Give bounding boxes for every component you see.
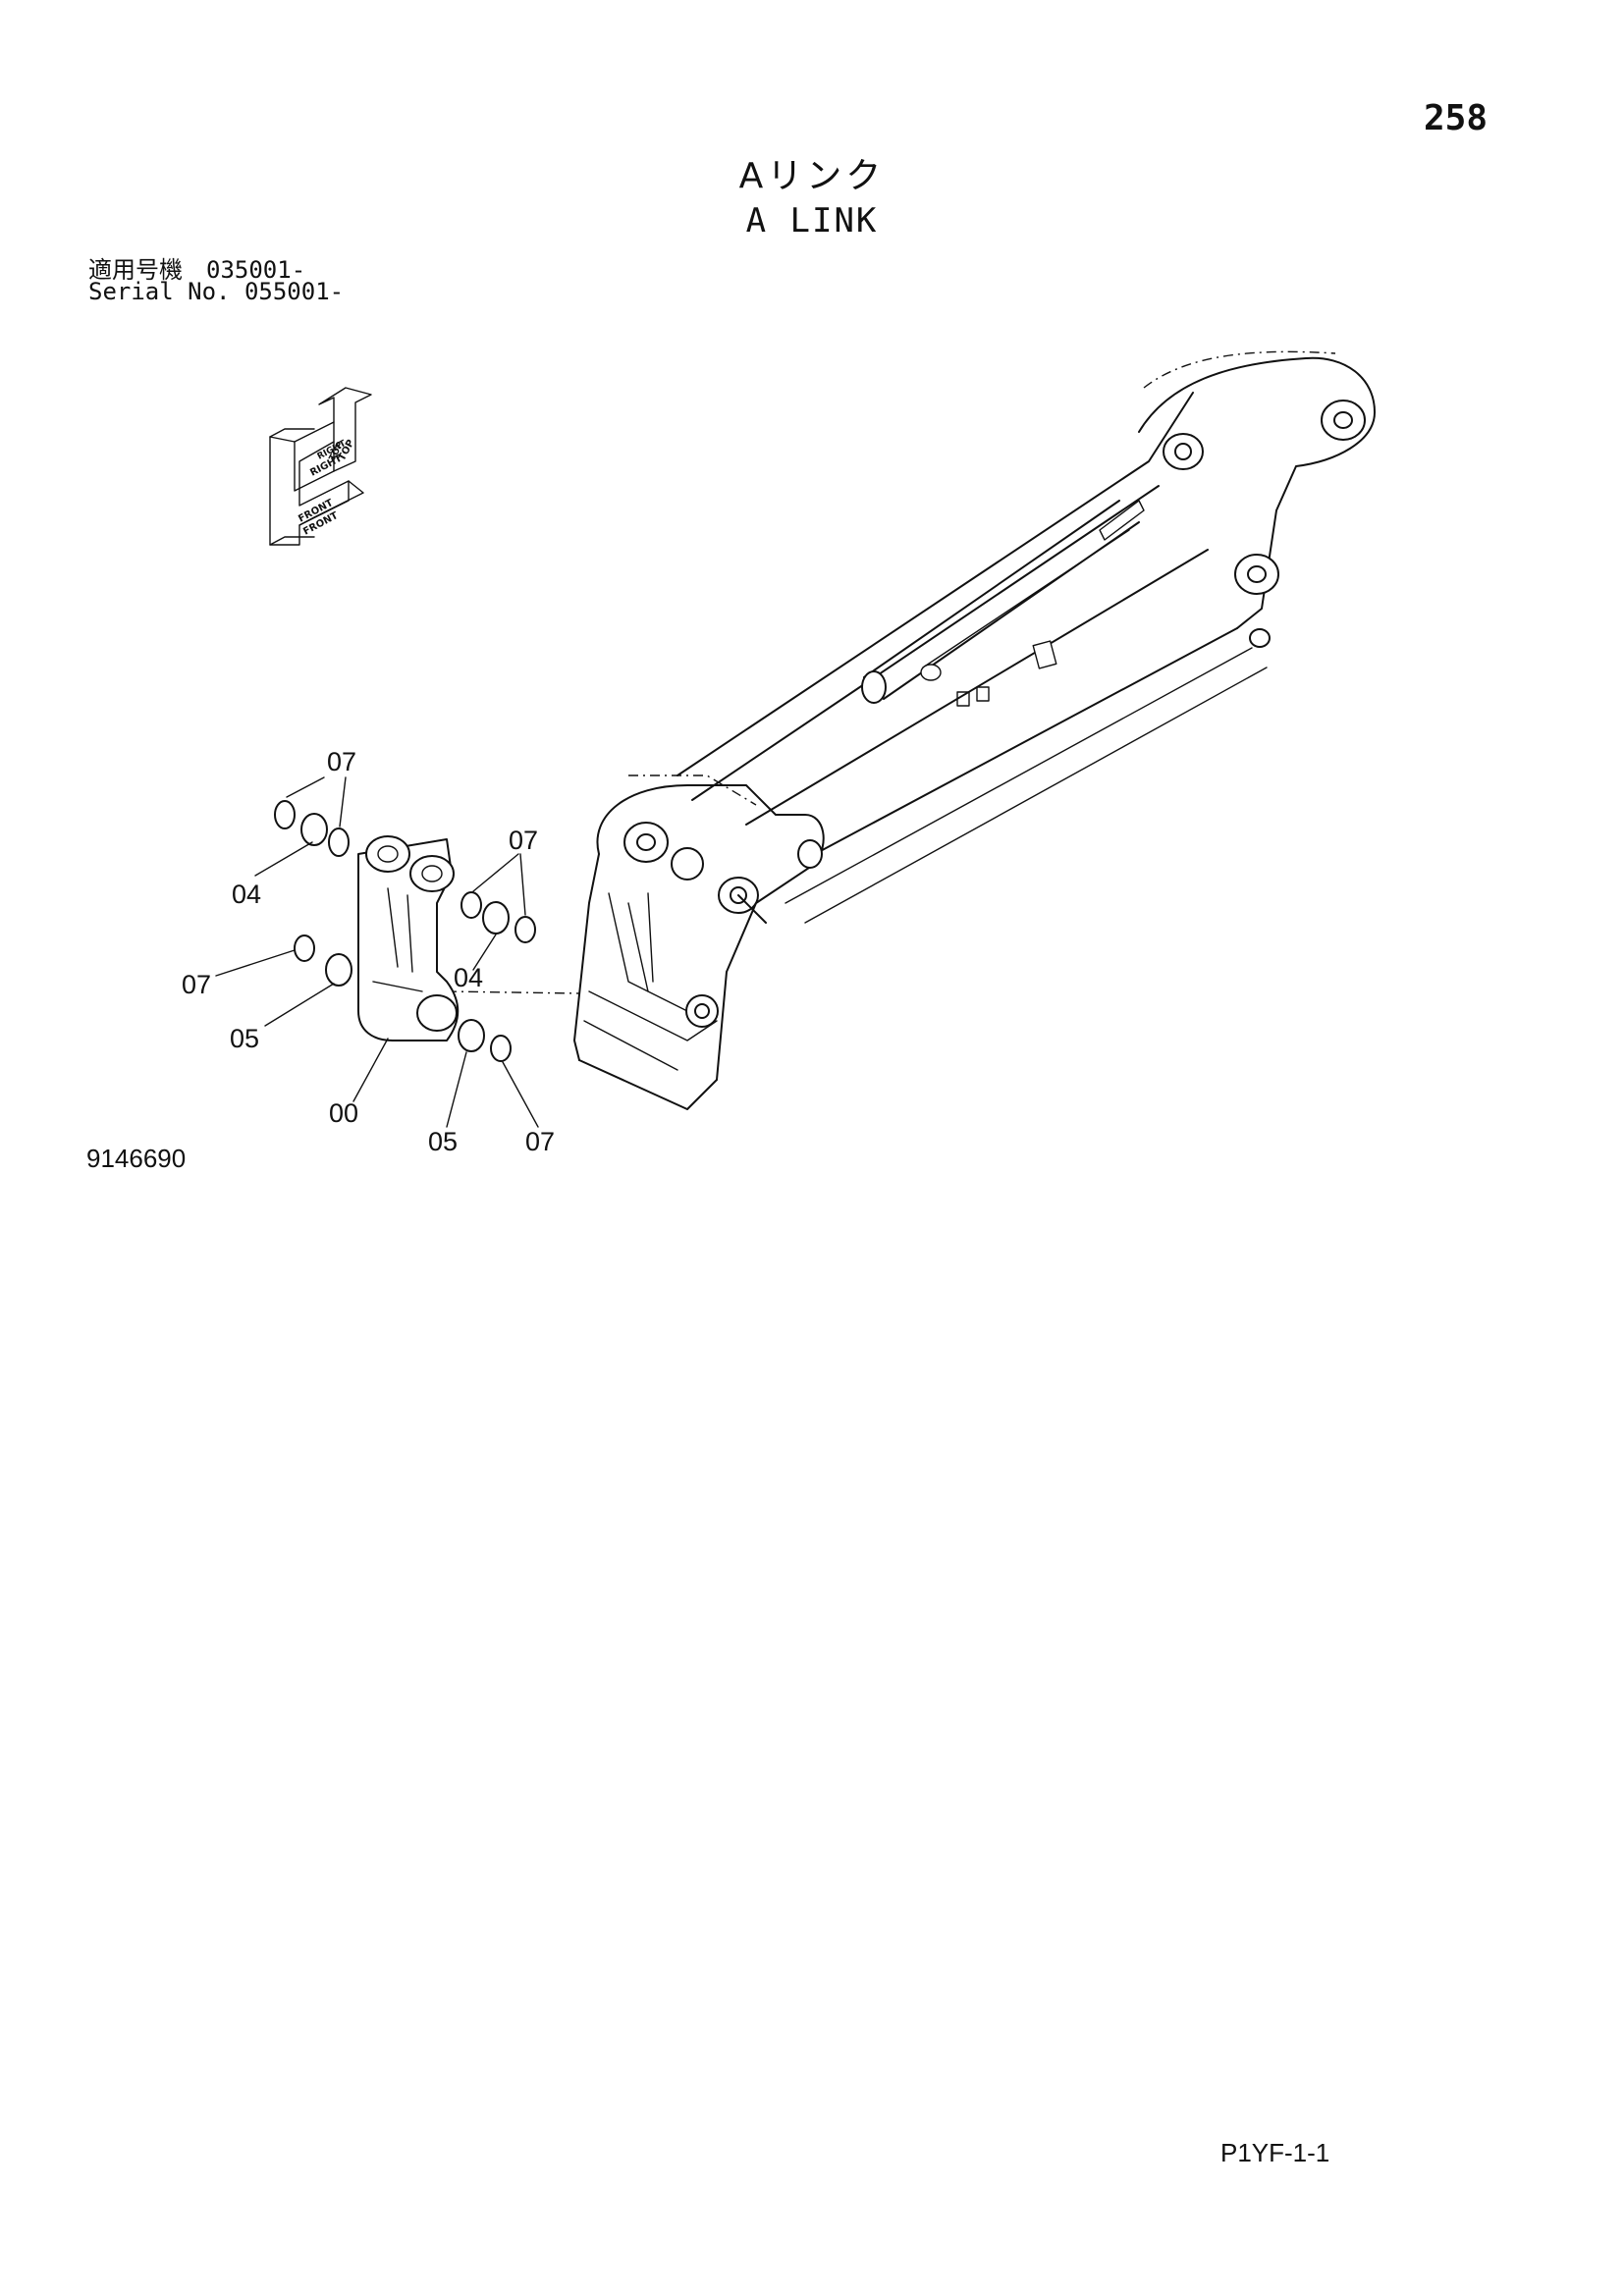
- page-code: P1YF-1-1: [1220, 2138, 1330, 2167]
- page-title: A LINK: [745, 201, 879, 240]
- callout-05: 05: [230, 1024, 259, 1053]
- callout-07: 07: [509, 826, 538, 855]
- figure-number: 9146690: [86, 1144, 187, 1173]
- serial-label: Serial No. 055001-: [88, 278, 345, 305]
- callout-07: 07: [327, 747, 356, 776]
- callout-labels: 07 04 07 04 07 05 00 05 07: [182, 747, 555, 1156]
- page-number: 258: [1424, 98, 1489, 138]
- orientation-icon: RIGHT FRONT FRONT TOP TOP RIGHT: [269, 387, 372, 546]
- callout-07: 07: [525, 1127, 555, 1156]
- callout-05: 05: [428, 1127, 458, 1156]
- serial-label-japanese: 適用号機 035001-: [88, 256, 306, 284]
- callout-07: 07: [182, 970, 211, 999]
- callout-00: 00: [329, 1098, 358, 1128]
- page-title-japanese: Aリンク: [738, 156, 886, 196]
- arm-assembly: [446, 350, 1376, 1110]
- callout-04: 04: [454, 963, 483, 992]
- callout-04: 04: [232, 880, 261, 909]
- a-link-exploded: [215, 776, 539, 1128]
